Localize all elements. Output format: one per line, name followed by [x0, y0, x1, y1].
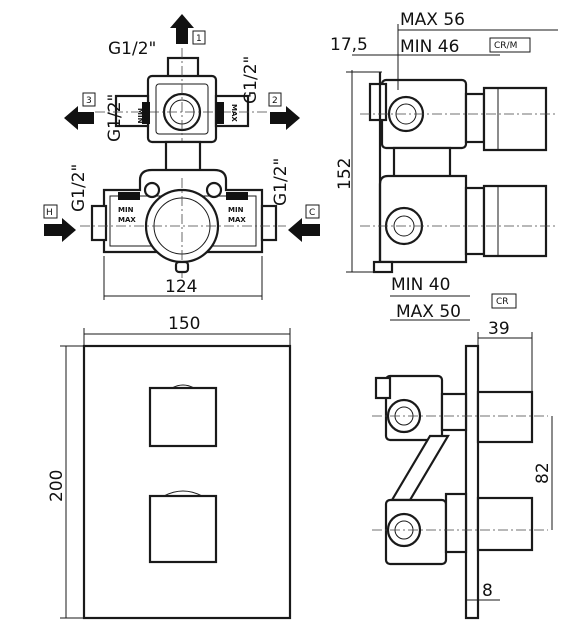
side-mounted-view	[372, 344, 548, 620]
upper-square-knob	[148, 386, 218, 448]
min-label-upper-left: MIN	[136, 108, 144, 124]
min-depth-dim: MIN 46	[400, 37, 459, 57]
max-depth-dim: MAX 56	[400, 10, 465, 30]
variant-tag-crm: CR/M	[494, 41, 517, 51]
arrow-up-icon	[170, 14, 194, 44]
thread-label-left: G1/2"	[105, 94, 125, 142]
knob-depth-dim: 39	[488, 319, 510, 339]
port-tag-2: 2	[272, 96, 278, 106]
front-plate-view	[82, 344, 292, 620]
offset-dim: 17,5	[330, 35, 368, 55]
arrow-in-cold-icon	[288, 218, 320, 242]
plate-height-dim: 200	[47, 470, 67, 502]
stop-plaque-right	[226, 192, 248, 200]
arrow-in-hot-icon	[44, 218, 76, 242]
side-body-view	[360, 72, 556, 274]
body-neck	[164, 140, 202, 174]
max-label-right: MAX	[228, 216, 246, 224]
thread-label-cold: G1/2"	[271, 158, 291, 206]
min-bottom-dim: MIN 40	[391, 275, 450, 295]
arrow-right-icon	[270, 106, 300, 130]
width-dim-124: 124	[165, 277, 197, 297]
cr-tag: CR	[496, 297, 509, 307]
front-body-view	[80, 48, 286, 280]
knob-spacing-dim: 82	[533, 462, 553, 484]
stop-plaque-left	[118, 192, 140, 200]
flow-arrows	[44, 14, 320, 242]
thread-label-right: G1/2"	[241, 56, 261, 104]
arrow-left-icon	[64, 106, 94, 130]
lower-square-knob	[148, 494, 218, 564]
plate-thickness-dim: 8	[482, 581, 493, 601]
min-label-right: MIN	[228, 206, 244, 214]
plate-width-dim: 150	[168, 314, 200, 334]
max-label-upper-right: MAX	[230, 104, 238, 122]
min-label-left: MIN	[118, 206, 134, 214]
height-dim-152: 152	[335, 158, 355, 190]
port-tag-3: 3	[86, 96, 92, 106]
max-bottom-dim: MAX 50	[396, 302, 461, 322]
cover-plate	[82, 344, 292, 620]
thread-label-hot: G1/2"	[69, 164, 89, 212]
plate-edge	[464, 344, 480, 620]
port-tag-c: C	[309, 208, 315, 218]
cold-inlet	[260, 204, 278, 242]
hot-inlet	[90, 204, 108, 242]
port-tag-h: H	[46, 208, 53, 218]
port-tag-1: 1	[196, 34, 202, 44]
thread-label-top: G1/2"	[108, 39, 156, 59]
max-label-left: MAX	[118, 216, 136, 224]
